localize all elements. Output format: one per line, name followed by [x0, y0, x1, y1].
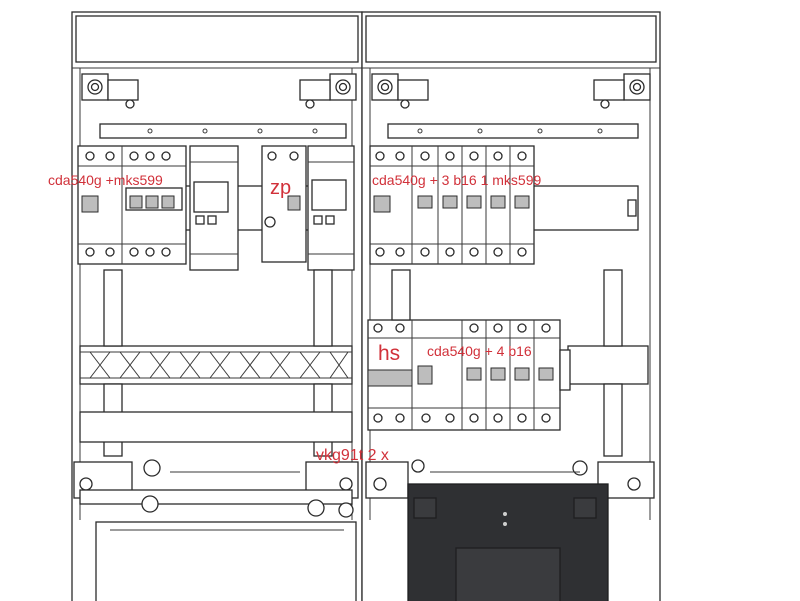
label-zp: zp [270, 177, 291, 199]
label-bottom: vkg91t 2 x [316, 447, 389, 464]
cross-rail [79, 345, 649, 385]
label-left-group: cda540g +mks599 [48, 172, 163, 188]
annotations: cda540g +mks599 zp cda540g + 3 b16 1 mks… [48, 172, 542, 464]
top-brackets [81, 73, 651, 109]
label-right-top-group: cda540g + 3 b16 1 mks599 [372, 172, 542, 188]
meter-housing [407, 483, 609, 601]
left-device-row [77, 145, 355, 271]
label-right-mid-group: cda540g + 4 b16 [427, 343, 532, 359]
right-top-device-row [369, 145, 535, 265]
right-mid-device-row [367, 319, 571, 431]
lower-brackets [73, 411, 655, 601]
label-hs: hs [378, 342, 400, 365]
